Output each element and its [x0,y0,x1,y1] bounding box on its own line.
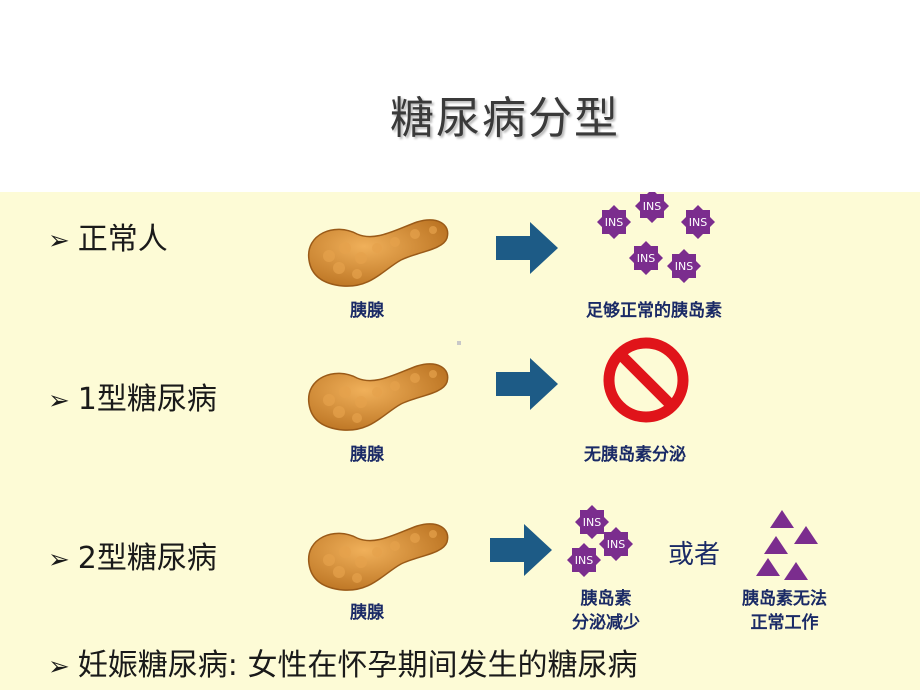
organ-caption: 胰腺 [350,445,384,465]
page-title: 糖尿病分型 [390,93,620,144]
right-arrow-icon [496,358,558,410]
svg-text:INS: INS [607,538,625,551]
bullet-label: 妊娠糖尿病: 女性在怀孕期间发生的糖尿病 [77,648,638,683]
svg-text:INS: INS [689,216,707,229]
right-arrow-icon [490,524,552,576]
bullet-arrow-icon: ➢ [48,545,70,575]
bullet-arrow-icon: ➢ [48,226,70,256]
svg-text:INS: INS [637,252,655,265]
or-text: 或者 [668,540,721,570]
bullet-label: 2型糖尿病 [77,541,217,576]
bullet-gestational: ➢妊娠糖尿病: 女性在怀孕期间发生的糖尿病 [48,640,637,684]
result-caption: 足够正常的胰岛素 [586,301,722,321]
pancreas-icon [308,219,449,287]
insulin-reduced-icon: INS INS INS [567,505,633,577]
svg-text:INS: INS [675,260,693,273]
prohibited-icon [603,337,689,423]
svg-text:INS: INS [575,554,593,567]
pancreas-icon [308,363,449,431]
decorative-dot [457,341,461,345]
insulin-triangles-icon [756,510,818,580]
bullet-type1: ➢1型糖尿病 [48,374,217,418]
bullet-type2: ➢2型糖尿病 [48,533,217,577]
result-caption-b: 胰岛素无法 正常工作 [742,589,827,633]
bullet-normal: ➢正常人 [48,214,168,258]
svg-text:INS: INS [583,516,601,529]
result-caption: 无胰岛素分泌 [584,445,686,465]
bullet-label: 正常人 [77,222,168,257]
right-arrow-icon [496,222,558,274]
bullet-label: 1型糖尿病 [77,382,217,417]
svg-text:INS: INS [605,216,623,229]
insulin-cluster-icon: INS INS INS INS INS [597,192,715,283]
svg-text:INS: INS [643,200,661,213]
result-caption-a: 胰岛素 分泌减少 [572,589,640,633]
organ-caption: 胰腺 [350,301,384,321]
organ-caption: 胰腺 [350,603,384,623]
bullet-arrow-icon: ➢ [48,386,70,416]
pancreas-icon [308,523,449,591]
bullet-arrow-icon: ➢ [48,652,70,682]
content-panel [0,192,920,690]
